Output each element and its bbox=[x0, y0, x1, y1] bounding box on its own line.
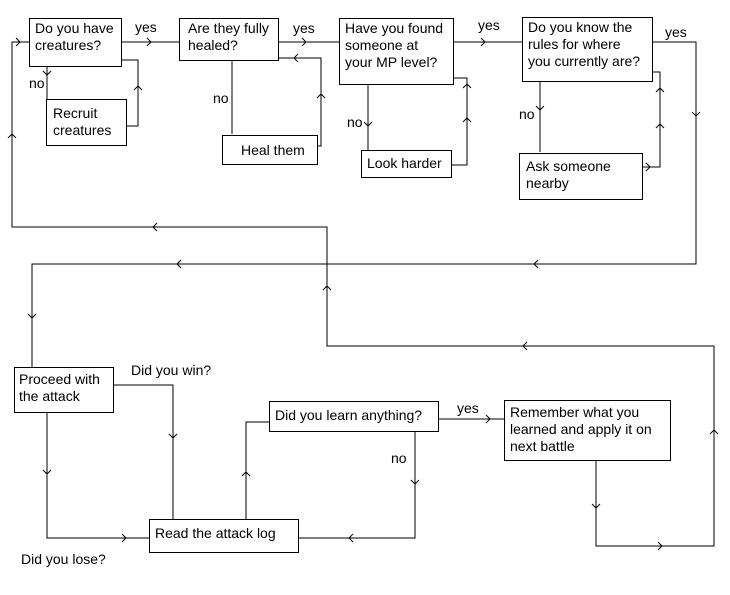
node-proceed-attack: Proceed with the attack bbox=[14, 367, 114, 413]
edge-rules-yes-to-proceed bbox=[31, 41, 697, 367]
node-learn-anything: Did you learn anything? bbox=[269, 401, 439, 432]
node-fully-healed: Are they fully healed? bbox=[179, 18, 279, 61]
label-yes-found: yes bbox=[478, 17, 500, 33]
label-yes-healed: yes bbox=[293, 20, 315, 36]
arrowheads bbox=[7, 37, 719, 551]
label-yes-rules: yes bbox=[665, 24, 687, 40]
label-did-you-win: Did you win? bbox=[131, 362, 212, 378]
edge-win-to-log bbox=[113, 384, 174, 520]
edge-log-to-learn bbox=[245, 421, 269, 520]
node-look-harder: Look harder bbox=[361, 150, 452, 178]
edge-remember-loop bbox=[326, 264, 715, 547]
label-did-you-lose: Did you lose? bbox=[21, 551, 106, 567]
node-read-attack-log: Read the attack log bbox=[149, 519, 299, 553]
edge-ask-back bbox=[642, 71, 661, 168]
node-found-someone: Have you found someone at your MP level? bbox=[339, 18, 454, 85]
edge-heal-back bbox=[278, 57, 322, 147]
node-have-creatures: Do you have creatures? bbox=[29, 18, 122, 67]
node-know-rules: Do you know the rules for where you curr… bbox=[522, 17, 653, 82]
label-yes-learn: yes bbox=[457, 400, 479, 416]
edge-recruit-back bbox=[121, 59, 139, 127]
node-ask-someone: Ask someone nearby bbox=[519, 153, 643, 200]
label-no-found: no bbox=[347, 114, 363, 130]
edge-lose-to-log bbox=[46, 412, 149, 539]
label-no-healed: no bbox=[213, 90, 229, 106]
edge-look-back bbox=[451, 77, 468, 166]
label-no-rules: no bbox=[519, 106, 535, 122]
edge-loop-to-start bbox=[11, 41, 328, 264]
node-heal-them: Heal them bbox=[222, 135, 318, 165]
label-yes-have: yes bbox=[135, 19, 157, 35]
node-remember-learned: Remember what you learned and apply it o… bbox=[504, 400, 671, 461]
label-no-have: no bbox=[29, 75, 45, 91]
node-recruit-creatures: Recruit creatures bbox=[46, 99, 127, 146]
label-no-learn: no bbox=[391, 450, 407, 466]
edge-learn-no bbox=[298, 432, 416, 539]
